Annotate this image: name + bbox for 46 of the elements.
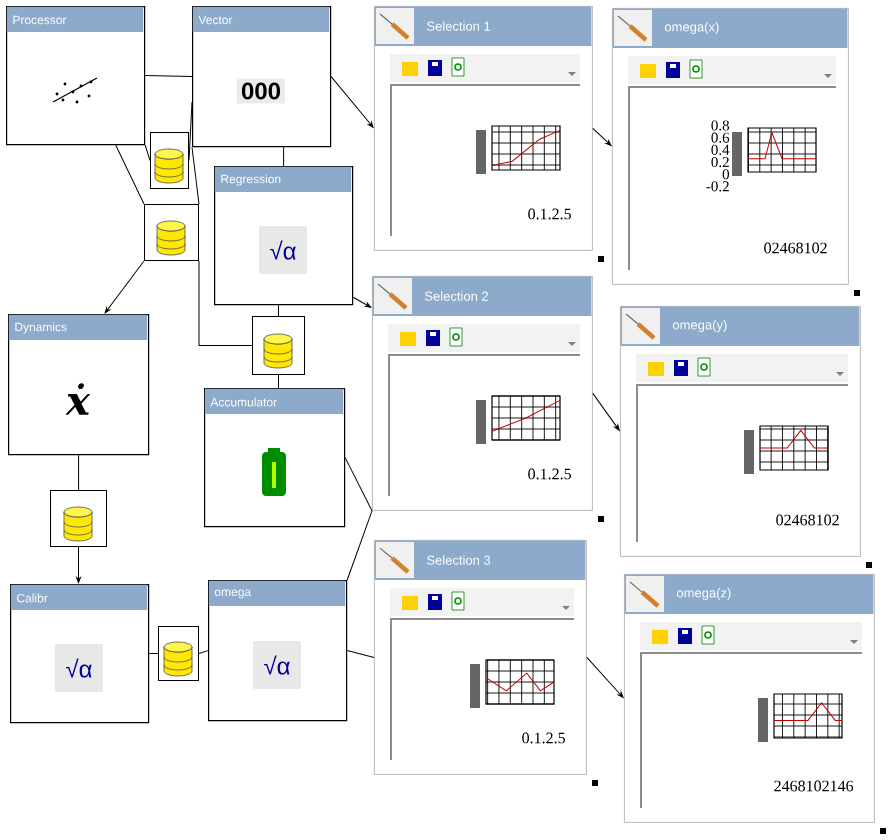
connector	[188, 101, 193, 161]
connector	[346, 510, 373, 581]
block	[6, 6, 146, 146]
plot-window	[374, 540, 598, 786]
tick-labels: 02468102	[764, 242, 827, 254]
tick-labels: 0.1.2.5	[528, 208, 571, 220]
data-store	[252, 316, 305, 375]
plot-window	[374, 6, 604, 262]
connector	[198, 650, 209, 654]
connector	[104, 260, 145, 314]
connector	[198, 260, 253, 346]
connector	[148, 653, 159, 655]
connector	[592, 127, 612, 146]
connector	[586, 656, 624, 698]
plot-window	[624, 574, 886, 834]
data-store	[150, 132, 189, 189]
connector	[76, 546, 81, 584]
block	[208, 580, 348, 722]
connector	[115, 144, 145, 205]
tick-labels: 2468102146	[774, 780, 854, 792]
data-store	[158, 626, 199, 681]
connector	[346, 650, 375, 658]
block	[204, 388, 346, 528]
block	[214, 166, 354, 306]
connector	[78, 454, 80, 491]
connector	[352, 296, 372, 308]
connector	[278, 304, 279, 317]
plot-window	[372, 276, 604, 522]
connector	[283, 146, 285, 167]
data-store	[50, 490, 107, 547]
x-dot-icon: ẋ	[65, 383, 91, 415]
connector	[344, 457, 373, 512]
connector	[330, 76, 374, 128]
connector	[144, 75, 193, 78]
block	[10, 584, 150, 724]
plot-window	[620, 306, 872, 568]
block	[8, 314, 150, 456]
tick-labels: 0.1.2.5	[522, 732, 565, 744]
tick-labels: 0.1.2.5	[528, 468, 571, 480]
block	[192, 6, 332, 148]
connector	[144, 144, 151, 161]
tick-labels: 02468102	[776, 514, 839, 526]
connector	[592, 392, 620, 431]
plot-window	[612, 8, 860, 296]
data-store	[144, 204, 199, 261]
connector	[278, 374, 279, 389]
